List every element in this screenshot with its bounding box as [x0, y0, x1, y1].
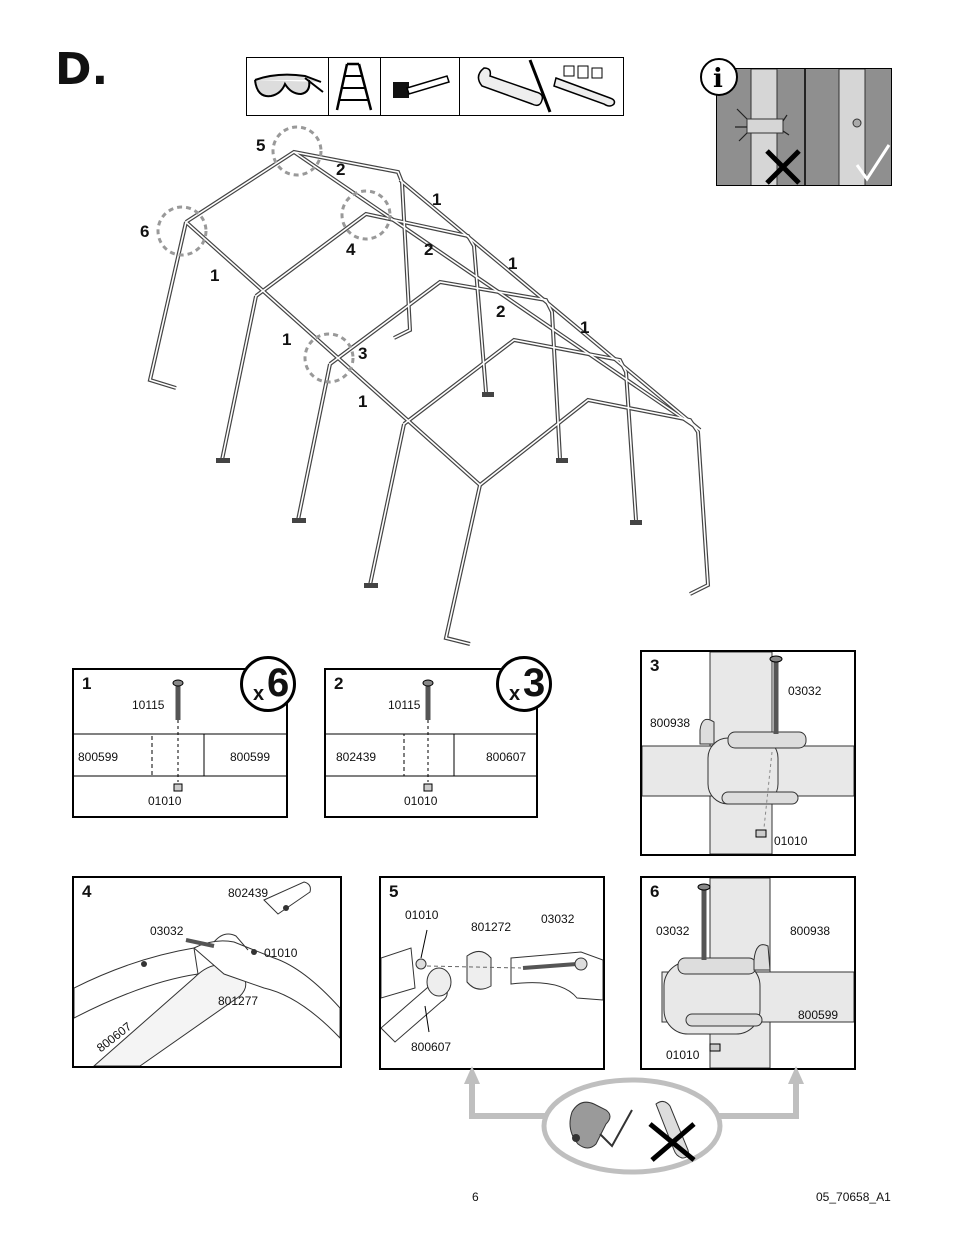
- detail-panel-3: 3 03032 800938 01010: [640, 650, 856, 856]
- bolt-part-number: 10115: [132, 698, 165, 712]
- nut-part-number: 01010: [148, 794, 182, 808]
- svg-text:i: i: [713, 64, 723, 94]
- detail-panel-6: 6 03032 800938 800599 01010: [640, 876, 856, 1070]
- bolt-part-number: 03032: [788, 684, 822, 698]
- nut-part-number: 01010: [264, 946, 298, 960]
- nut-part-number: 01010: [774, 834, 808, 848]
- pipe-part-number: 802439: [228, 886, 269, 900]
- detail-panel-4: 4 802439 03032 01010 801277 800607: [72, 876, 342, 1068]
- frame-label: 2: [496, 302, 506, 321]
- bolt-part-number: 03032: [656, 924, 690, 938]
- panel-number: 6: [650, 882, 660, 901]
- rubber-mallet-icon: [381, 58, 460, 115]
- frame-assembly-diagram: 5 2 1 6 4 2 1 1 2 1 1 3 1: [100, 120, 740, 650]
- socket-wrench-icon: [552, 65, 616, 107]
- pipe-part-number: 800599: [798, 1008, 839, 1022]
- bracket-part-number: 800938: [650, 716, 691, 730]
- frame-label: 5: [256, 136, 266, 155]
- frame-label: 1: [508, 254, 518, 273]
- panel-number: 3: [650, 656, 660, 675]
- frame-label: 1: [580, 318, 590, 337]
- bolt-part-number: 10115: [388, 698, 421, 712]
- frame-label: 3: [358, 344, 368, 363]
- frame-label: 2: [336, 160, 346, 179]
- swage-part-number: 801272: [471, 920, 512, 934]
- panel-number: 1: [82, 674, 92, 693]
- right-pipe-part-number: 800599: [230, 750, 271, 764]
- left-pipe-part-number: 802439: [336, 750, 377, 764]
- hand-tighten-callout: [460, 1060, 810, 1180]
- nut-part-number: 01010: [404, 794, 438, 808]
- frame-label: 4: [346, 240, 356, 259]
- safety-glasses-icon: [247, 58, 329, 115]
- frame-label: 6: [140, 222, 150, 241]
- frame-label: 2: [424, 240, 434, 259]
- bracket-part-number: 800938: [790, 924, 831, 938]
- overtighten-warning: [716, 68, 892, 186]
- page-number: 6: [472, 1190, 479, 1204]
- panel-number: 2: [334, 674, 344, 693]
- panel-number: 5: [389, 882, 399, 901]
- info-icon: i: [700, 58, 738, 96]
- tools-strip: [246, 57, 624, 116]
- detail-panel-5: 5 01010 801272 03032 800607: [379, 876, 605, 1070]
- document-code: 05_70658_A1: [816, 1190, 891, 1204]
- right-pipe-part-number: 800607: [486, 750, 527, 764]
- bolt-part-number: 03032: [150, 924, 184, 938]
- panel-number: 4: [82, 882, 92, 901]
- step-ladder-icon: [329, 58, 382, 115]
- swage-part-number: 801277: [218, 994, 259, 1008]
- bolt-part-number: 03032: [541, 912, 575, 926]
- nut-part-number: 01010: [666, 1048, 700, 1062]
- hand-icon: [569, 1101, 611, 1149]
- frame-label: 1: [432, 190, 442, 209]
- nut-part-number: 01010: [405, 908, 439, 922]
- frame-label: 1: [282, 330, 292, 349]
- wrench-icon: [460, 58, 623, 115]
- pipe-part-number: 800607: [411, 1040, 452, 1054]
- step-letter: D.: [55, 44, 109, 95]
- frame-label: 1: [210, 266, 220, 285]
- frame-label: 1: [358, 392, 368, 411]
- left-pipe-part-number: 800599: [78, 750, 119, 764]
